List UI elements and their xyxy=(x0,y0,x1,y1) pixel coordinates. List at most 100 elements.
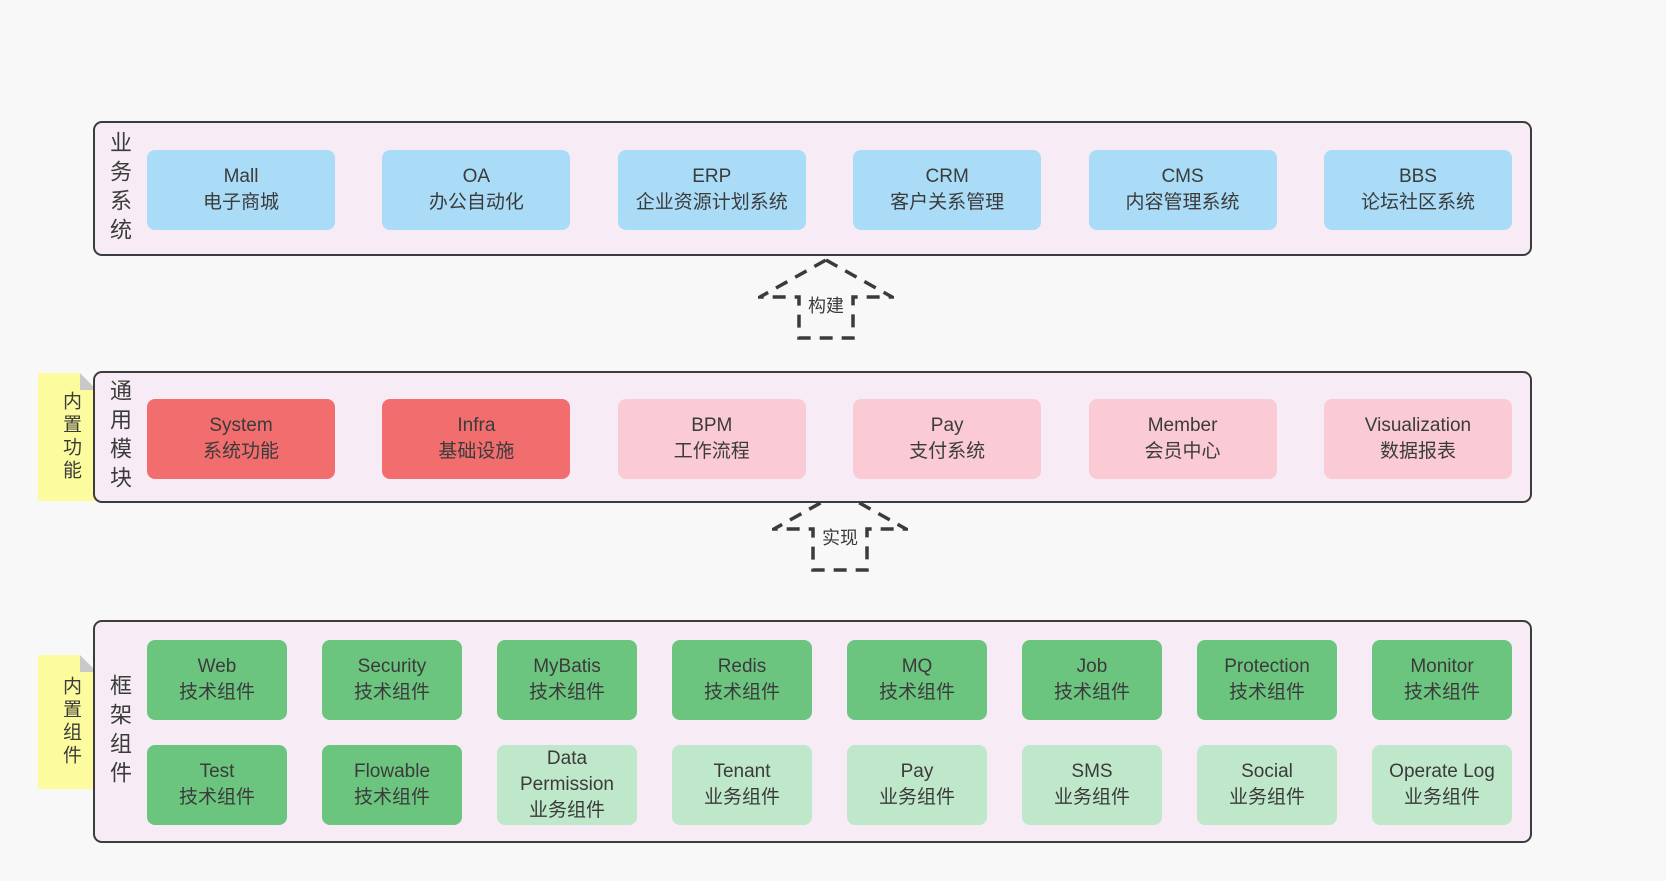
arrow-label: 构建 xyxy=(804,291,848,319)
box-subtitle: 技术组件 xyxy=(1053,682,1130,703)
box-title: System xyxy=(209,414,273,436)
box-title: Data Permission xyxy=(520,747,614,795)
box-subtitle: 业务组件 xyxy=(1228,787,1305,808)
box-title: CRM xyxy=(925,165,969,187)
box-subtitle: 支付系统 xyxy=(909,441,986,462)
box-job: Job 技术组件 xyxy=(1022,640,1162,720)
box-subtitle: 业务组件 xyxy=(528,800,605,822)
box-title: CMS xyxy=(1161,165,1204,187)
box-subtitle: 技术组件 xyxy=(703,682,780,703)
box-pay-component: Pay 业务组件 xyxy=(847,745,987,825)
box-visualization: Visualization 数据报表 xyxy=(1323,399,1512,479)
box-title: MyBatis xyxy=(533,655,601,677)
box-title: Protection xyxy=(1224,655,1310,677)
box-subtitle: 数据报表 xyxy=(1379,441,1456,462)
box-redis: Redis 技术组件 xyxy=(672,640,812,720)
box-oa: OA 办公自动化 xyxy=(382,150,571,230)
section-business-systems: 业务系统 Mall 电子商城 OA 办公自动化 ERP 企业资源计划系统 CRM… xyxy=(93,121,1532,256)
box-title: Infra xyxy=(457,414,496,436)
box-infra: Infra 基础设施 xyxy=(382,399,571,479)
components-row-2: Test 技术组件 Flowable 技术组件 Data Permission … xyxy=(147,745,1512,825)
box-subtitle: 技术组件 xyxy=(1403,682,1480,703)
box-subtitle: 技术组件 xyxy=(178,682,255,703)
box-title: Flowable xyxy=(353,760,431,782)
box-title: BBS xyxy=(1398,165,1437,187)
box-subtitle: 系统功能 xyxy=(202,441,279,462)
box-title: Pay xyxy=(930,414,964,436)
box-subtitle: 技术组件 xyxy=(353,682,430,703)
business-boxes-row: Mall 电子商城 OA 办公自动化 ERP 企业资源计划系统 CRM 客户关系… xyxy=(147,150,1512,230)
box-bpm: BPM 工作流程 xyxy=(617,399,806,479)
sticky-note-text: 内置功能 xyxy=(60,391,81,483)
box-crm: CRM 客户关系管理 xyxy=(853,150,1042,230)
box-subtitle: 基础设施 xyxy=(438,441,515,462)
box-title: Visualization xyxy=(1364,414,1472,436)
box-mybatis: MyBatis 技术组件 xyxy=(497,640,637,720)
box-title: Tenant xyxy=(713,760,771,782)
box-web: Web 技术组件 xyxy=(147,640,287,720)
box-subtitle: 客户关系管理 xyxy=(890,192,1005,213)
box-title: ERP xyxy=(692,165,732,187)
box-title: OA xyxy=(462,165,491,187)
box-protection: Protection 技术组件 xyxy=(1197,640,1337,720)
box-security: Security 技术组件 xyxy=(322,640,462,720)
arrow-build: 构建 xyxy=(758,257,894,341)
modules-boxes-row: System 系统功能 Infra 基础设施 BPM 工作流程 Pay 支付系统… xyxy=(147,399,1512,479)
box-test: Test 技术组件 xyxy=(147,745,287,825)
box-subtitle: 企业资源计划系统 xyxy=(635,192,788,213)
arrow-label: 实现 xyxy=(818,523,862,551)
box-mq: MQ 技术组件 xyxy=(847,640,987,720)
box-subtitle: 业务组件 xyxy=(1053,787,1130,808)
box-title: Security xyxy=(357,655,427,677)
box-sms: SMS 业务组件 xyxy=(1022,745,1162,825)
box-title: Redis xyxy=(717,655,767,677)
sticky-note-built-in-components: 内置组件 xyxy=(38,655,97,789)
box-title: Member xyxy=(1147,414,1218,436)
box-monitor: Monitor 技术组件 xyxy=(1372,640,1512,720)
section-common-modules: 通用模块 System 系统功能 Infra 基础设施 BPM 工作流程 Pay… xyxy=(93,371,1532,503)
box-subtitle: 业务组件 xyxy=(1403,787,1480,808)
box-erp: ERP 企业资源计划系统 xyxy=(617,150,806,230)
box-subtitle: 技术组件 xyxy=(178,787,255,808)
components-row-1: Web 技术组件 Security 技术组件 MyBatis 技术组件 Redi… xyxy=(147,640,1512,720)
box-title: SMS xyxy=(1071,760,1113,782)
box-member: Member 会员中心 xyxy=(1088,399,1277,479)
box-cms: CMS 内容管理系统 xyxy=(1088,150,1277,230)
box-title: Job xyxy=(1076,655,1108,677)
section-label-common-modules: 通用模块 xyxy=(107,379,132,495)
box-bbs: BBS 论坛社区系统 xyxy=(1323,150,1512,230)
box-subtitle: 技术组件 xyxy=(1228,682,1305,703)
box-title: Pay xyxy=(900,760,934,782)
box-subtitle: 工作流程 xyxy=(673,441,750,462)
box-subtitle: 会员中心 xyxy=(1144,441,1221,462)
box-mall: Mall 电子商城 xyxy=(147,150,335,230)
box-title: Social xyxy=(1241,760,1293,782)
box-data-permission: Data Permission 业务组件 xyxy=(497,745,637,825)
box-flowable: Flowable 技术组件 xyxy=(322,745,462,825)
sticky-note-built-in-features: 内置功能 xyxy=(38,373,97,501)
box-subtitle: 办公自动化 xyxy=(428,192,524,213)
box-subtitle: 技术组件 xyxy=(353,787,430,808)
arrow-implement: 实现 xyxy=(772,489,908,573)
up-arrow-icon xyxy=(772,489,908,572)
box-social: Social 业务组件 xyxy=(1197,745,1337,825)
box-subtitle: 技术组件 xyxy=(528,682,605,703)
box-operate-log: Operate Log 业务组件 xyxy=(1372,745,1512,825)
box-subtitle: 内容管理系统 xyxy=(1125,192,1240,213)
box-tenant: Tenant 业务组件 xyxy=(672,745,812,825)
section-label-framework-components: 框架组件 xyxy=(107,673,132,790)
sticky-note-text: 内置组件 xyxy=(60,676,81,768)
box-system: System 系统功能 xyxy=(147,399,335,479)
section-framework-components: 框架组件 Web 技术组件 Security 技术组件 MyBatis 技术组件… xyxy=(93,620,1532,843)
box-subtitle: 业务组件 xyxy=(878,787,955,808)
box-title: Monitor xyxy=(1410,655,1474,677)
box-title: MQ xyxy=(901,655,933,677)
section-label-business-systems: 业务系统 xyxy=(107,130,132,247)
box-subtitle: 业务组件 xyxy=(703,787,780,808)
box-title: Web xyxy=(197,655,237,677)
box-pay-system: Pay 支付系统 xyxy=(853,399,1042,479)
box-title: Mall xyxy=(223,165,259,187)
box-subtitle: 技术组件 xyxy=(878,682,955,703)
up-arrow-icon xyxy=(758,257,894,340)
